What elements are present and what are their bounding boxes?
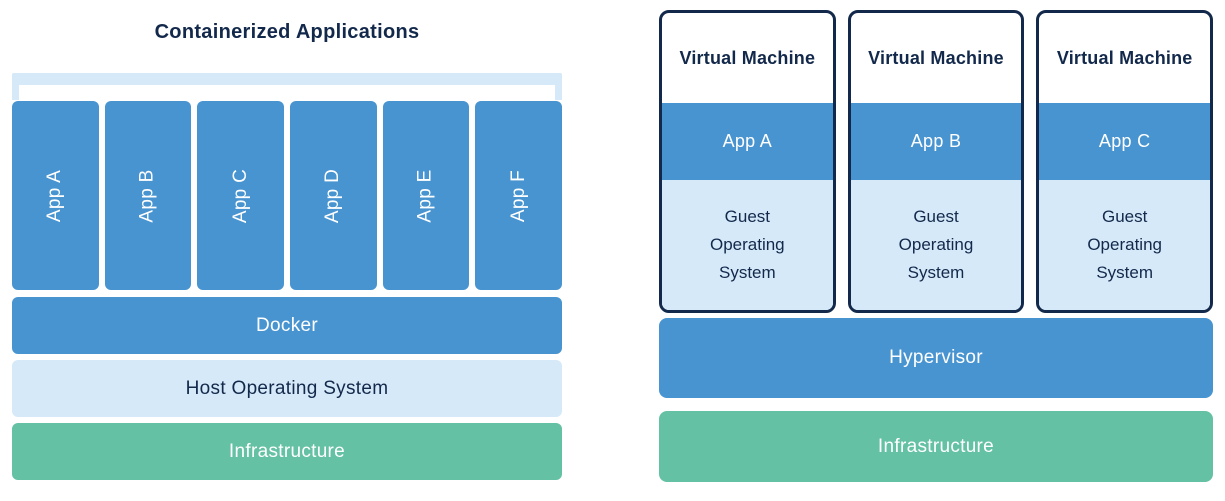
vm-app-layer: App A (662, 103, 833, 180)
containers-diagram: Containerized Applications App A App B A… (12, 0, 563, 501)
vm-box-3: Virtual Machine App C Guest Operating Sy… (1036, 10, 1214, 313)
app-column-b: App B (104, 101, 192, 290)
vm-box-2: Virtual Machine App B Guest Operating Sy… (847, 10, 1025, 313)
host-os-layer: Host Operating System (12, 360, 562, 417)
vm-title: Virtual Machine (1056, 47, 1193, 68)
app-column-label: App B (137, 168, 159, 223)
vm-app-layer: App B (850, 103, 1022, 180)
docker-layer: Docker (12, 297, 562, 354)
infrastructure-layer-left: Infrastructure (12, 423, 562, 480)
app-column-c: App C (197, 101, 285, 290)
app-columns: App A App B App C App D App E App F (12, 101, 563, 290)
hypervisor-layer: Hypervisor (659, 318, 1213, 398)
app-column-d: App D (290, 101, 377, 290)
containers-title: Containerized Applications (154, 21, 420, 43)
vm-diagram: Virtual Machine App A Guest Operating Sy… (659, 0, 1214, 501)
app-column-f: App F (475, 101, 563, 290)
app-column-label: App D (322, 168, 344, 223)
guest-os-layer: Guest Operating System (662, 180, 833, 310)
vm-title: Virtual Machine (679, 47, 816, 68)
app-column-label: App F (507, 169, 529, 222)
guest-os-layer: Guest Operating System (850, 180, 1022, 310)
guest-os-layer: Guest Operating System (1039, 180, 1211, 310)
vm-row: Virtual Machine App A Guest Operating Sy… (659, 10, 1214, 313)
containers-bracket (12, 73, 562, 100)
app-column-label: App E (415, 168, 437, 223)
vm-app-layer: App C (1039, 103, 1211, 180)
app-column-label: App C (229, 168, 251, 223)
vm-title: Virtual Machine (868, 47, 1004, 68)
guest-os-label: Guest Operating System (709, 207, 785, 282)
vm-box-1: Virtual Machine App A Guest Operating Sy… (659, 10, 836, 313)
guest-os-label: Guest Operating System (898, 207, 974, 282)
guest-os-label: Guest Operating System (1087, 207, 1162, 282)
app-column-e: App E (382, 101, 470, 290)
infrastructure-layer-right: Infrastructure (659, 411, 1213, 482)
app-column-label: App A (44, 169, 66, 222)
app-column-a: App A (12, 101, 99, 290)
